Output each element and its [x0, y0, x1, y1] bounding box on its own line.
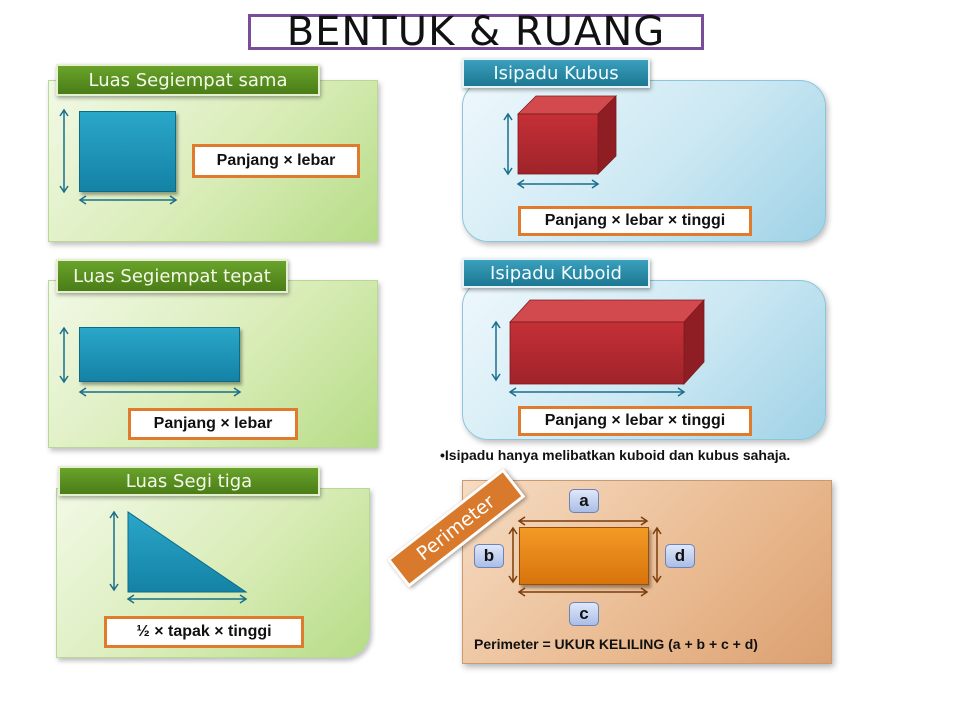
perimeter-bottom-arrow — [517, 587, 649, 597]
volume-note: •Isipadu hanya melibatkan kuboid dan kub… — [440, 447, 791, 463]
side-label-b: b — [474, 544, 504, 568]
square-formula: Panjang × lebar — [192, 144, 360, 178]
cuboid-height-arrow — [491, 320, 501, 382]
cube-shape — [517, 95, 617, 175]
triangle-area-label: Luas Segi tiga — [58, 466, 320, 496]
cuboid-volume-label: Isipadu Kuboid — [462, 258, 650, 288]
cube-volume-label: Isipadu Kubus — [462, 58, 650, 88]
cube-height-arrow — [503, 112, 513, 176]
triangle-shape — [127, 511, 248, 593]
cube-width-arrow — [516, 179, 600, 189]
rectangle-formula: Panjang × lebar — [128, 408, 298, 440]
rectangle-height-arrow — [59, 326, 69, 384]
perimeter-left-arrow — [508, 526, 518, 584]
rectangle-shape — [79, 327, 240, 382]
perimeter-shape — [519, 527, 649, 585]
perimeter-formula-expression: = UKUR KELILING (a + b + c + d) — [538, 636, 758, 652]
square-shape — [79, 111, 176, 192]
triangle-height-arrow — [109, 510, 119, 592]
square-area-label: Luas Segiempat sama — [56, 64, 320, 96]
perimeter-formula-term: Perimeter — [474, 636, 539, 652]
side-label-c: c — [569, 602, 599, 626]
cube-formula: Panjang × lebar × tinggi — [518, 206, 752, 236]
cuboid-shape — [509, 298, 705, 386]
side-label-d: d — [665, 544, 695, 568]
page-title: BENTUK & RUANG — [248, 9, 704, 55]
side-label-a: a — [569, 489, 599, 513]
triangle-base-arrow — [126, 594, 248, 604]
cuboid-width-arrow — [508, 387, 686, 397]
rectangle-area-label: Luas Segiempat tepat — [56, 259, 288, 293]
perimeter-formula: Perimeter = UKUR KELILING (a + b + c + d… — [474, 636, 824, 656]
triangle-formula: ½ × tapak × tinggi — [104, 616, 304, 648]
square-height-arrow — [59, 108, 69, 194]
square-width-arrow — [78, 195, 178, 205]
perimeter-right-arrow — [652, 526, 662, 584]
rectangle-width-arrow — [78, 387, 242, 397]
perimeter-top-arrow — [517, 516, 649, 526]
cuboid-formula: Panjang × lebar × tinggi — [518, 406, 752, 436]
